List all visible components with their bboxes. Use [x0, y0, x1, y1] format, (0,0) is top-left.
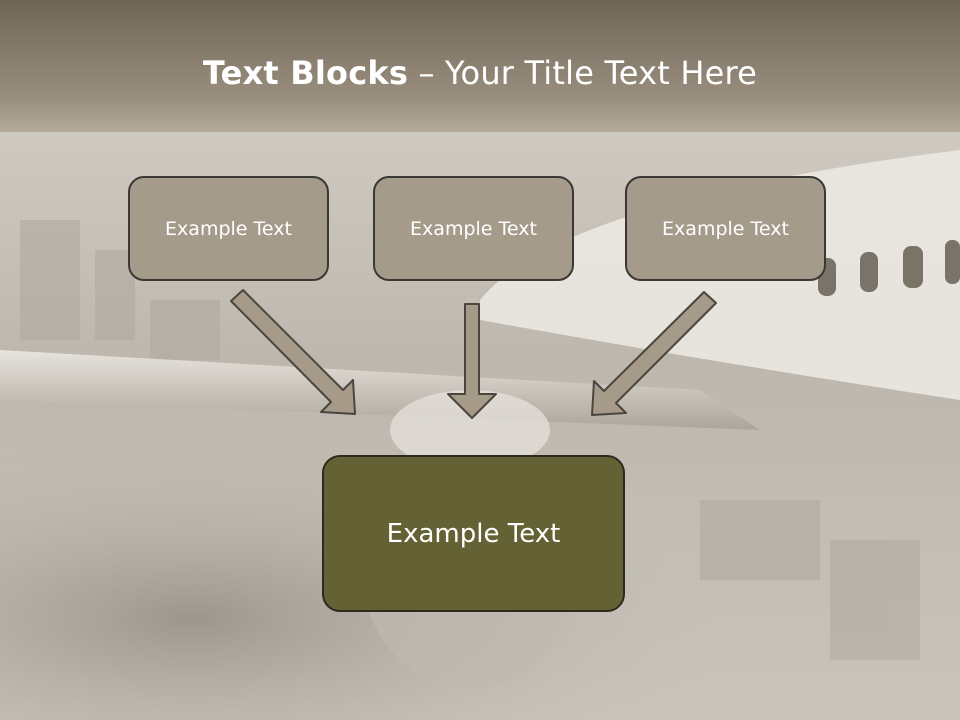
text-block-3[interactable]: Example Text	[625, 176, 826, 281]
title-rest-part: – Your Title Text Here	[408, 54, 758, 92]
text-block-3-label: Example Text	[662, 217, 789, 240]
title-bold-part: Text Blocks	[202, 54, 409, 92]
text-block-1[interactable]: Example Text	[128, 176, 329, 281]
main-text-block-label: Example Text	[386, 518, 561, 549]
arrow-center	[447, 303, 497, 419]
text-block-2[interactable]: Example Text	[373, 176, 574, 281]
main-text-block[interactable]: Example Text	[322, 455, 625, 612]
arrow-left	[230, 289, 356, 415]
slide-title: Text Blocks – Your Title Text Here	[0, 54, 960, 92]
arrow-right	[591, 291, 717, 416]
text-block-2-label: Example Text	[410, 217, 537, 240]
text-block-1-label: Example Text	[165, 217, 292, 240]
